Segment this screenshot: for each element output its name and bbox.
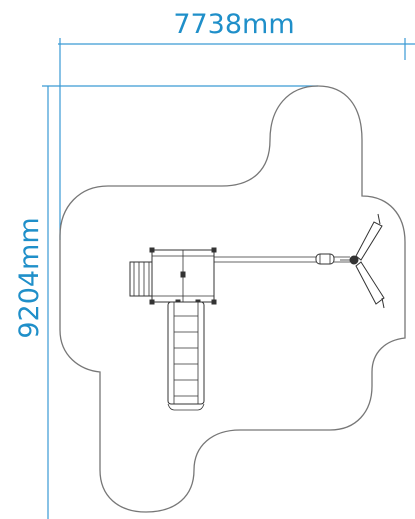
slide — [167, 301, 205, 411]
width-dimension: 7738mm — [58, 9, 415, 240]
swing-beam — [214, 253, 350, 265]
width-dimension-label: 7738mm — [173, 9, 294, 40]
ladder — [129, 261, 153, 297]
height-dimension: 9204mm — [14, 85, 318, 519]
height-dimension-label: 9204mm — [14, 217, 45, 338]
play-equipment — [129, 213, 385, 411]
a-frame — [340, 213, 385, 309]
tower-platform — [149, 247, 217, 305]
safety-zone-outline — [59, 85, 406, 513]
